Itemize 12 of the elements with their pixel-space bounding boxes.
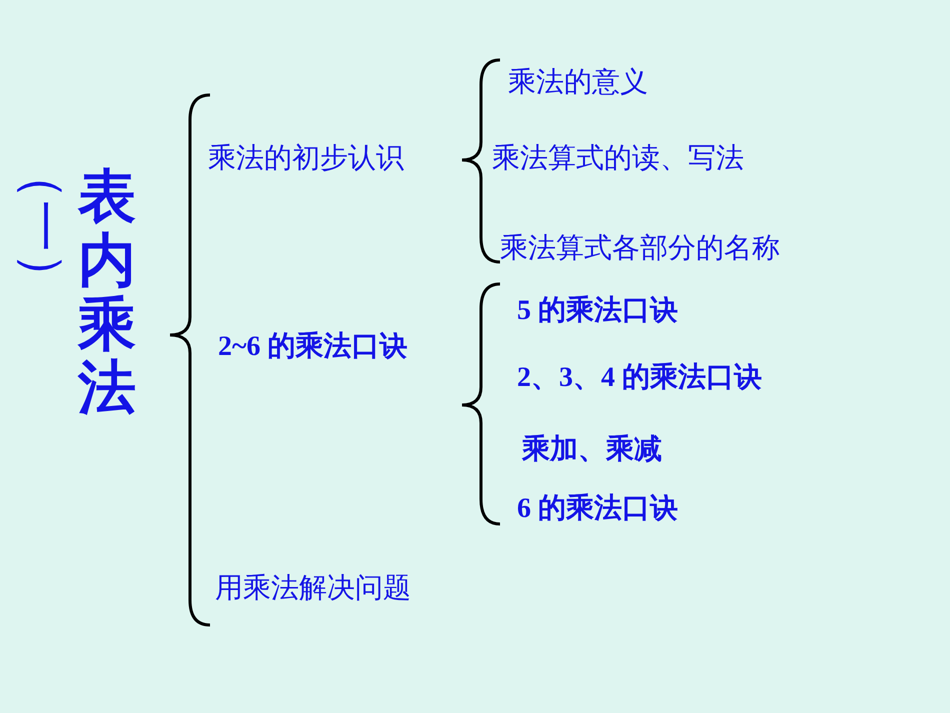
section-title: 表内乘法 [78,165,136,420]
topic-label: 乘法的初步认识 [208,142,404,174]
topic-label: 乘法算式各部分的名称 [500,232,780,264]
topic-label: 用乘法解决问题 [215,572,411,604]
topic-label: 6 的乘法口诀 [517,493,678,526]
section-number: （一） [17,148,69,304]
topic-label: 乘法算式的读、写法 [492,142,744,174]
topic-label: 5 的乘法口诀 [517,295,678,328]
topic-label: 乘加、乘减 [522,434,662,466]
topic-label: 乘法的意义 [508,66,648,98]
topic-label: 2~6 的乘法口诀 [218,331,408,364]
topic-label: 2、3、4 的乘法口诀 [517,362,762,394]
